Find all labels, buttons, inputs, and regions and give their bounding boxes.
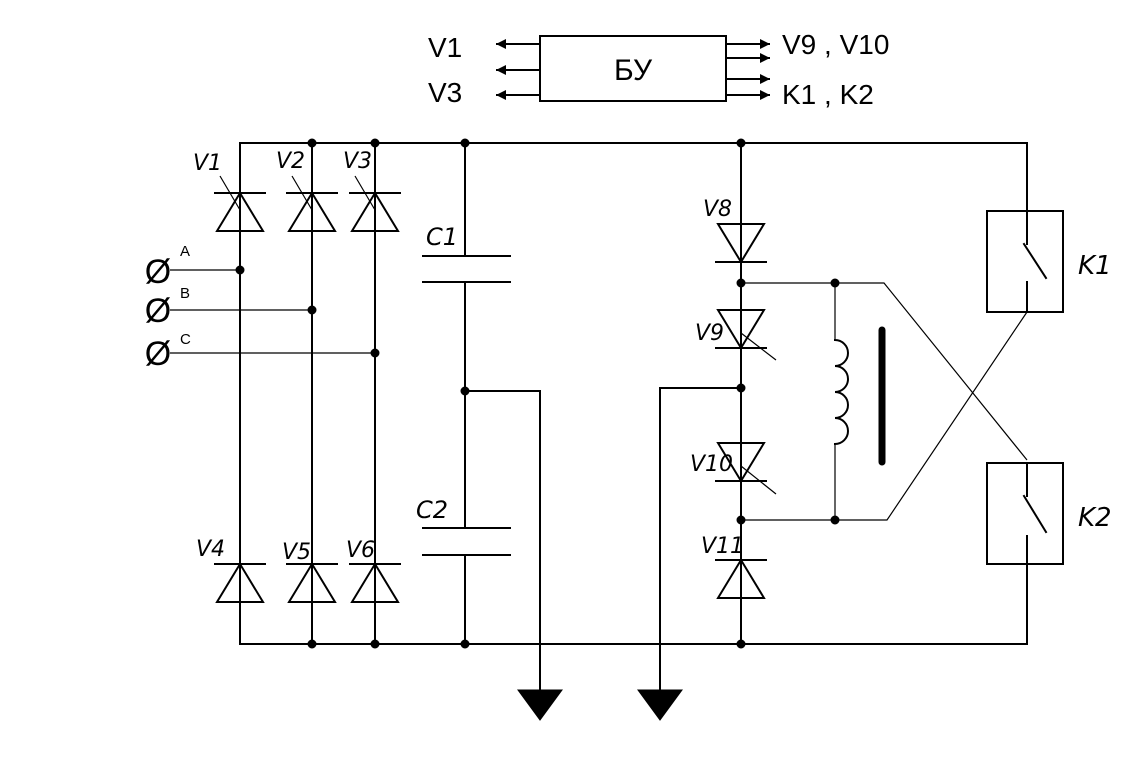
- cap-midpoint-ground-wire: [464, 390, 541, 691]
- label-v4: V4: [196, 537, 225, 562]
- label-k1: K1: [1078, 251, 1112, 281]
- relay-k1-wire: [835, 311, 1028, 521]
- thyristor-v3: [349, 175, 401, 232]
- junction-dot: [736, 639, 746, 649]
- diode-v4: [214, 562, 266, 603]
- label-v8: V8: [703, 197, 732, 222]
- phase-c-label: C: [180, 331, 191, 348]
- diode-v6: [349, 562, 401, 603]
- relay-k2-contact: [1022, 494, 1048, 534]
- relay-k1: K1: [986, 142, 1112, 313]
- control-input-label-1: V1: [428, 32, 462, 63]
- switching-chain: V8 V9 V10 V11: [637, 142, 1028, 721]
- control-block: БУ V1 V3 V9 , V10 K1 , K2: [428, 29, 889, 110]
- phase-inputs: Ø Ø Ø A B C: [145, 243, 375, 373]
- diode-v8: [715, 223, 767, 264]
- relay-k1-contact: [1022, 242, 1048, 280]
- capacitor-bank: C1 C2: [416, 142, 563, 721]
- label-v1: V1: [193, 151, 222, 176]
- label-v11: V11: [701, 534, 744, 559]
- phase-b-label: B: [180, 285, 190, 302]
- thyristor-v9: [715, 309, 777, 361]
- diode-v5: [286, 562, 338, 603]
- junction-dot: [307, 305, 317, 315]
- label-v3: V3: [343, 149, 372, 174]
- relay-k2: K2: [986, 462, 1112, 645]
- label-v6: V6: [346, 538, 375, 563]
- label-v2: V2: [276, 149, 305, 174]
- thyristor-v1: [214, 175, 266, 232]
- control-block-label: БУ: [614, 54, 653, 87]
- control-block-box: [539, 35, 727, 102]
- label-v5: V5: [282, 540, 311, 565]
- control-output-label-1: V9 , V10: [782, 29, 889, 60]
- label-k2: K2: [1078, 503, 1112, 533]
- junction-dot: [370, 639, 380, 649]
- control-output-label-2: K1 , K2: [782, 79, 874, 110]
- junction-dot: [736, 515, 746, 525]
- junction-dot: [460, 639, 470, 649]
- thyristor-v2: [286, 175, 338, 232]
- junction-dot: [307, 639, 317, 649]
- thyristor-v10: [715, 442, 777, 495]
- label-c2: C2: [416, 496, 448, 524]
- phase-b-terminal-icon: Ø: [145, 292, 171, 330]
- control-input-label-2: V3: [428, 77, 462, 108]
- chain-midpoint-ground-wire: [659, 387, 742, 691]
- junction-dot: [830, 515, 840, 525]
- junction-dots: [235, 138, 840, 649]
- relay-k2-box: [986, 462, 1064, 565]
- label-v9: V9: [695, 321, 724, 346]
- phase-a-terminal-icon: Ø: [145, 253, 171, 291]
- junction-dot: [736, 138, 746, 148]
- junction-dot: [460, 138, 470, 148]
- label-c1: C1: [426, 223, 458, 251]
- diode-v11: [715, 558, 767, 599]
- ground-icon: [637, 689, 683, 721]
- junction-dot: [307, 138, 317, 148]
- junction-dot: [370, 138, 380, 148]
- junction-dot: [460, 386, 470, 396]
- junction-dot: [370, 348, 380, 358]
- ground-icon: [517, 689, 563, 721]
- inductor-top-wire: [741, 282, 836, 340]
- junction-dot: [736, 383, 746, 393]
- inductor-coil: [833, 338, 849, 446]
- junction-dot: [736, 278, 746, 288]
- relay-k2-wire: [835, 282, 1028, 461]
- phase-a-label: A: [180, 243, 190, 260]
- junction-dot: [235, 265, 245, 275]
- phase-c-terminal-icon: Ø: [145, 335, 171, 373]
- relay-k1-box: [986, 210, 1064, 313]
- junction-dot: [830, 278, 840, 288]
- label-v10: V10: [690, 452, 733, 477]
- rectifier-bridge: V1 V2 V3 V4 V5 V6: [193, 142, 401, 645]
